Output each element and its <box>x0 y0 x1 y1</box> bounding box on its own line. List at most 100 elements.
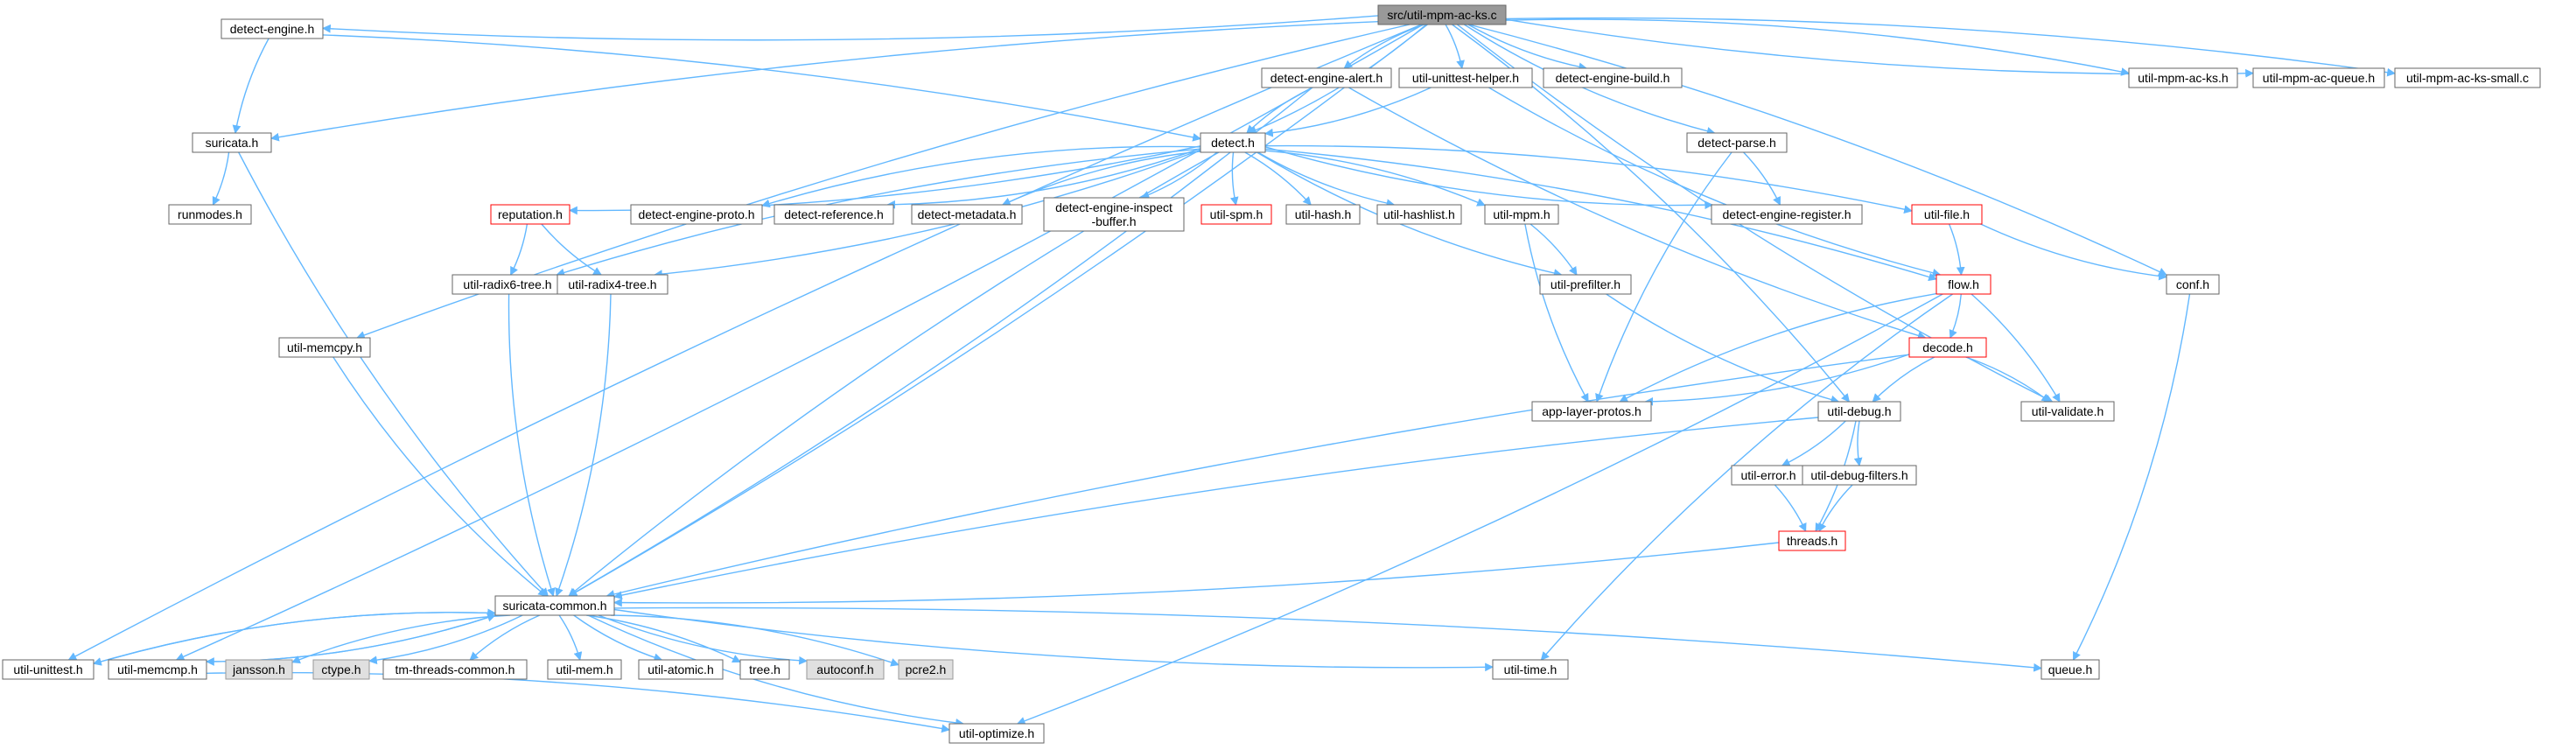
node-detect-engine-h[interactable]: detect-engine.h <box>220 18 324 39</box>
node-box <box>220 18 324 39</box>
edge-root-to-suricata-common-h <box>568 24 1428 597</box>
node-util-mpm-ac-ks-small-c[interactable]: util-mpm-ac-ks-small.c <box>2394 67 2541 88</box>
edge-util-file-h-to-flow-h <box>1948 223 1965 276</box>
node-box <box>547 659 622 680</box>
node-box <box>1539 274 1632 295</box>
node-box <box>225 659 293 680</box>
node-flow-h[interactable]: flow.h <box>1936 274 1992 295</box>
node-tm-threads-common-h[interactable]: tm-threads-common.h <box>382 659 528 680</box>
node-util-debug-h[interactable]: util-debug.h <box>1817 401 1901 422</box>
edge-detect-parse-h-to-app-layer-protos-h <box>1595 151 1732 403</box>
node-box <box>490 204 570 225</box>
node-detect-parse-h[interactable]: detect-parse.h <box>1686 132 1788 153</box>
edge-suricata-h-to-runmodes-h <box>212 151 230 206</box>
node-suricata-h[interactable]: suricata.h <box>192 132 272 153</box>
node-label: suricata-common.h <box>502 599 606 613</box>
node-util-radix6-tree-h[interactable]: util-radix6-tree.h <box>452 274 564 295</box>
node-util-memcmp-h[interactable]: util-memcmp.h <box>108 659 207 680</box>
dependency-edges <box>67 15 2396 733</box>
edge-detect-h-to-util-hashlist-h <box>1257 151 1396 207</box>
edge-suricata-common-h-to-util-atomic-h <box>573 614 663 662</box>
node-tree-h[interactable]: tree.h <box>739 659 790 680</box>
node-label: decode.h <box>1922 340 1973 354</box>
node-detect-metadata-h[interactable]: detect-metadata.h <box>911 204 1023 225</box>
node-detect-engine-inspect-buffer-h[interactable]: detect-engine-inspect-buffer.h <box>1043 197 1185 232</box>
node-util-mem-h[interactable]: util-mem.h <box>547 659 622 680</box>
edge-reputation-h-to-util-radix6-tree-h <box>509 223 528 276</box>
node-util-radix4-tree-h[interactable]: util-radix4-tree.h <box>556 274 668 295</box>
node-box <box>1285 204 1361 225</box>
edge-detect-h-to-util-prefilter-h <box>1256 151 1563 277</box>
edge-detect-h-to-util-radix4-tree-h <box>654 149 1201 278</box>
edge-suricata-h-to-suricata-common-h <box>238 151 549 597</box>
node-label: flow.h <box>1948 277 1979 291</box>
node-box <box>2128 67 2238 88</box>
edge-flow-h-to-util-time-h <box>1540 293 1953 661</box>
node-threads-h[interactable]: threads.h <box>1778 530 1846 551</box>
node-reputation-h[interactable]: reputation.h <box>490 204 570 225</box>
edge-root-to-util-mpm-ac-ks-h <box>1505 18 2130 76</box>
node-queue-h[interactable]: queue.h <box>2040 659 2100 680</box>
node-label: threads.h <box>1787 534 1838 548</box>
node-root[interactable]: src/util-mpm-ac-ks.c <box>1377 4 1507 25</box>
node-decode-h[interactable]: decode.h <box>1908 337 1987 358</box>
node-label: pcre2.h <box>906 662 947 676</box>
node-label: detect-engine-proto.h <box>638 207 754 221</box>
edge-suricata-common-h-to-util-optimize-h <box>587 614 964 727</box>
node-util-error-h[interactable]: util-error.h <box>1731 465 1806 486</box>
node-box <box>2252 67 2385 88</box>
node-util-hash-h[interactable]: util-hash.h <box>1285 204 1361 225</box>
edge-detect-h-to-detect-metadata-h <box>1001 151 1201 206</box>
node-box <box>2166 274 2220 295</box>
node-label: detect-engine.h <box>230 22 315 36</box>
node-util-atomic-h[interactable]: util-atomic.h <box>638 659 724 680</box>
node-util-mpm-ac-ks-h[interactable]: util-mpm-ac-ks.h <box>2128 67 2238 88</box>
node-label: util-mpm.h <box>1493 207 1550 221</box>
node-util-mpm-h[interactable]: util-mpm.h <box>1484 204 1559 225</box>
node-box <box>898 659 954 680</box>
node-util-validate-h[interactable]: util-validate.h <box>2020 401 2115 422</box>
node-util-mpm-ac-queue-h[interactable]: util-mpm-ac-queue.h <box>2252 67 2385 88</box>
node-label: detect-engine-alert.h <box>1270 71 1382 85</box>
node-box <box>1543 67 1683 88</box>
node-conf-h[interactable]: conf.h <box>2166 274 2220 295</box>
node-util-debug-filters-h[interactable]: util-debug-filters.h <box>1802 465 1917 486</box>
node-detect-engine-proto-h[interactable]: detect-engine-proto.h <box>630 204 763 225</box>
edge-flow-h-to-util-validate-h <box>1970 293 2061 403</box>
node-util-prefilter-h[interactable]: util-prefilter.h <box>1539 274 1632 295</box>
edge-util-mpm-h-to-util-prefilter-h <box>1530 223 1578 276</box>
edge-detect-h-to-util-mpm-h <box>1264 150 1486 207</box>
node-label: queue.h <box>2048 662 2093 676</box>
edge-decode-h-to-util-debug-h <box>1872 356 1936 403</box>
node-box <box>1911 204 1983 225</box>
edge-root-to-detect-parse-h <box>1464 24 1716 136</box>
node-label: util-radix4-tree.h <box>568 277 656 291</box>
node-util-hashlist-h[interactable]: util-hashlist.h <box>1376 204 1462 225</box>
node-detect-reference-h[interactable]: detect-reference.h <box>774 204 894 225</box>
node-detect-engine-build-h[interactable]: detect-engine-build.h <box>1543 67 1683 88</box>
node-util-time-h[interactable]: util-time.h <box>1492 659 1569 680</box>
node-detect-engine-alert-h[interactable]: detect-engine-alert.h <box>1261 67 1392 88</box>
node-label: util-validate.h <box>2032 404 2104 418</box>
edge-flow-h-to-decode-h <box>1949 293 1962 339</box>
node-label: reputation.h <box>498 207 563 221</box>
node-util-spm-h[interactable]: util-spm.h <box>1200 204 1272 225</box>
node-util-optimize-h[interactable]: util-optimize.h <box>948 723 1045 744</box>
node-label: suricata.h <box>206 136 259 150</box>
node-app-layer-protos-h[interactable]: app-layer-protos.h <box>1531 401 1652 422</box>
node-detect-h[interactable]: detect.h <box>1200 132 1266 153</box>
edge-util-unittest-h-to-suricata-common-h <box>93 608 496 665</box>
node-label: detect-reference.h <box>784 207 884 221</box>
node-util-file-h[interactable]: util-file.h <box>1911 204 1983 225</box>
node-detect-engine-register-h[interactable]: detect-engine-register.h <box>1711 204 1863 225</box>
node-util-memcpy-h[interactable]: util-memcpy.h <box>278 337 371 358</box>
edge-util-unittest-helper-h-to-flow-h <box>1488 87 1942 277</box>
node-label: util-hash.h <box>1295 207 1352 221</box>
node-util-unittest-helper-h[interactable]: util-unittest-helper.h <box>1398 67 1533 88</box>
node-suricata-common-h[interactable]: suricata-common.h <box>494 595 615 616</box>
node-label: detect-engine-build.h <box>1556 71 1670 85</box>
node-util-unittest-h[interactable]: util-unittest.h <box>2 659 94 680</box>
node-runmodes-h[interactable]: runmodes.h <box>168 204 252 225</box>
node-box <box>630 204 763 225</box>
edge-root-to-detect-engine-build-h <box>1467 24 1588 72</box>
